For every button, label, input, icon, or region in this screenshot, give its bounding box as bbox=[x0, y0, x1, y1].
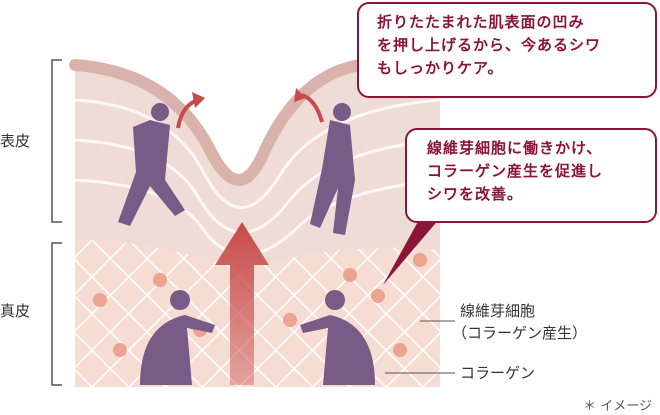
dermis-bracket bbox=[51, 242, 62, 386]
callout-surface-lift: 折りたたまれた肌表面の凹み を押し上げるから、今あるシワ もしっかりケア。 bbox=[357, 2, 657, 98]
image-note: ＊ イメージ bbox=[583, 399, 652, 414]
callout-line: コラーゲン産生を促進し bbox=[427, 162, 604, 180]
fibroblast-sub-label: （コラーゲン産生） bbox=[452, 324, 588, 342]
collagen-label: コラーゲン bbox=[460, 364, 536, 382]
callout-line: 線維芽細胞に働きかけ、 bbox=[427, 139, 603, 157]
callout-pointer bbox=[383, 218, 440, 285]
skin-surface bbox=[69, 59, 366, 186]
callout-line: シワを改善。 bbox=[427, 185, 524, 203]
callout-line: 折りたたまれた肌表面の凹み bbox=[377, 13, 585, 31]
callout-line: を押し上げるから、今あるシワ bbox=[377, 36, 602, 54]
up-arrow bbox=[215, 222, 269, 385]
epidermis-label: 表皮 bbox=[0, 132, 31, 150]
callout-line: もしっかりケア。 bbox=[377, 59, 504, 77]
fibroblast-cells bbox=[93, 253, 427, 357]
dermis-label: 真皮 bbox=[0, 302, 31, 320]
callout-collagen: 線維芽細胞に働きかけ、 コラーゲン産生を促進し シワを改善。 bbox=[405, 128, 657, 223]
fibroblast-label: 線維芽細胞 bbox=[460, 302, 536, 320]
worker-figures bbox=[118, 103, 375, 385]
push-arrow-right bbox=[301, 93, 324, 123]
epidermis-bracket bbox=[51, 59, 62, 223]
